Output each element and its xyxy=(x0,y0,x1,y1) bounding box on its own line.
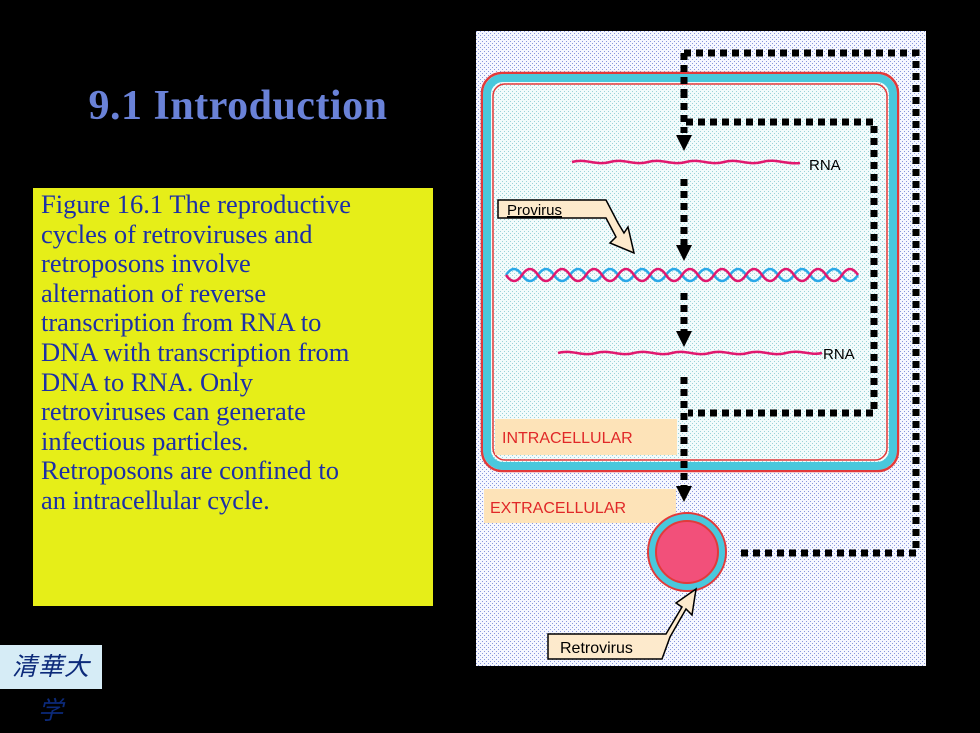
extracellular-label: EXTRACELLULAR xyxy=(490,500,626,517)
arrowhead-down-1 xyxy=(676,135,692,151)
extracellular-cycle-path xyxy=(684,49,920,557)
rna-strand-top xyxy=(571,159,801,165)
retrovirus-cycle-figure: RNA Provirus RNA INTRACELLULAR EXTRACELL… xyxy=(476,31,926,666)
cell-membrane-inner xyxy=(483,74,897,470)
intracellular-label: INTRACELLULAR xyxy=(502,430,633,447)
university-logo: 清華大学 xyxy=(0,645,102,725)
rna-strand-bottom xyxy=(557,350,823,356)
extracellular-label-bg xyxy=(484,489,676,523)
retrovirus-label: Retrovirus xyxy=(560,640,633,657)
figure-caption-box: Figure 16.1 The reproductive cycles of r… xyxy=(33,188,433,606)
arrowhead-down-3 xyxy=(676,331,692,347)
arrowhead-down-2 xyxy=(676,245,692,261)
rna-label-top: RNA xyxy=(809,157,841,174)
slide-title: 9.1 Introduction xyxy=(88,83,388,129)
cell-membrane xyxy=(480,71,900,473)
provirus-label: Provirus xyxy=(507,202,562,219)
intracellular-label-bg xyxy=(495,419,677,455)
retrovirus-callout xyxy=(547,587,698,660)
rna-label-bottom: RNA xyxy=(823,346,855,363)
provirus-callout xyxy=(497,199,636,255)
arrowhead-down-4 xyxy=(676,486,692,502)
dna-double-helix xyxy=(504,267,860,283)
